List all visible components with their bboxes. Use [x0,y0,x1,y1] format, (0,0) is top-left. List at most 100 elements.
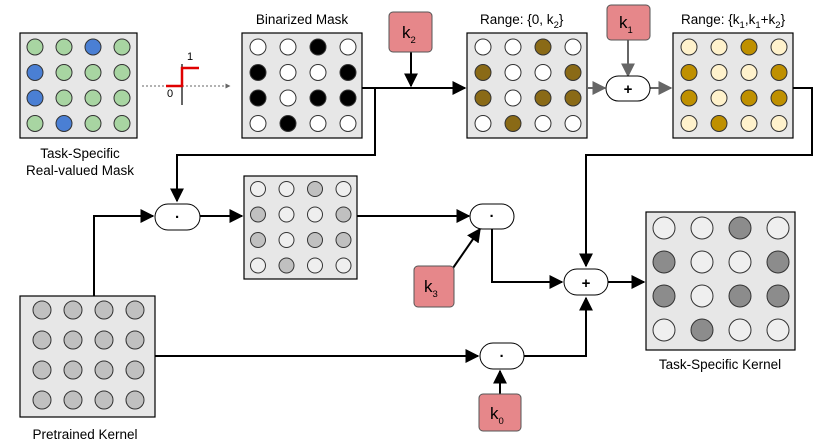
grid-cell-dark [766,284,790,308]
grid-cell-gray [32,330,52,350]
grid-cell-gray [32,300,52,320]
grid-cell-light [680,115,698,132]
svg-text:k0: k0 [490,404,504,427]
grid-cell-gray [335,232,352,248]
grid-cell-white [249,38,267,56]
grid-cell-gold [740,89,758,107]
grid-cell-gold [534,38,552,56]
multiply-operator-3: · [479,342,525,370]
add-operator-1: + [605,75,651,102]
grid-cell-blue [26,89,44,107]
grid-cell-white [307,206,323,223]
grid-cell-gold [474,89,492,107]
grid-cell-green [84,115,102,132]
grid-cell-gold [710,115,728,132]
binarized-mask-label: Binarized Mask [256,12,349,27]
binarized-mask-grid [241,32,363,139]
step-label-one: 1 [187,51,193,63]
range-0-k2-label: Range: {0, k2} [480,12,564,31]
grid-cell-gray [307,232,323,248]
grid-cell-gray [125,390,145,410]
grid-cell-dark [728,284,752,308]
constant-k1-box: k1 [606,4,651,41]
grid-cell-blue [55,115,73,132]
grid-cell-gold [534,89,552,107]
svg-text:k3: k3 [424,277,438,300]
grid-cell-black [249,89,267,107]
grid-cell-light [710,89,728,107]
grid-cell-gray [94,360,114,380]
constant-k2-box: k2 [388,11,433,53]
task-specific-kernel-label: Task-Specific Kernel [659,357,781,372]
grid-cell-white [504,38,522,56]
grid-cell-light [680,38,698,56]
grid-cell-dark [652,250,676,274]
grid-cell-white [278,206,295,223]
grid-cell-gold [680,89,698,107]
grid-cell-green [84,89,102,107]
svg-text:k1: k1 [619,13,633,36]
connectors [93,40,813,394]
k1-subscript: 1 [628,25,633,36]
grid-cell-dark [690,318,714,342]
step-function-icon: 1 0 [142,51,231,105]
real-valued-mask-grid [19,32,138,139]
grid-cell-dark [728,216,752,240]
grid-cell-dark [766,250,790,274]
task-specific-label-line1: Task-Specific [40,146,120,161]
grid-cell-white [249,115,267,132]
grid-cell-light [740,115,758,132]
grid-cell-gray [125,300,145,320]
grid-cell-blue [26,64,44,81]
k3-subscript: 3 [433,289,438,300]
grid-cell-green [55,89,73,107]
range-k1-label: Range: {k1,k1+k2} [681,12,786,31]
grid-cell-black [249,64,267,81]
task-specific-label-line2: Real-valued Mask [26,163,134,178]
grid-cell-light [770,38,788,56]
add-operator-2: + [563,268,609,296]
grid-cell-gray [63,390,83,410]
multiply-symbol: · [175,209,180,226]
grid-cell-white [250,181,266,197]
grid-cell-white [279,89,297,107]
grid-cell-white [335,257,352,274]
grid-cell-gray [307,181,323,197]
step-label-zero: 0 [167,88,173,100]
range-k1-grid [672,32,794,139]
multiply-symbol: · [500,348,505,365]
grid-cell-gray [278,257,295,274]
grid-cell-gold [740,38,758,56]
grid-cell-gold [770,89,788,107]
grid-cell-green [113,89,131,107]
pretrained-kernel-grid [19,295,156,418]
grid-cell-gray [250,206,266,223]
grid-cell-dark [652,284,676,308]
k0-subscript: 0 [499,416,504,427]
grid-cell-gray [250,232,266,248]
grid-cell-gray [63,360,83,380]
grid-cell-white [339,115,357,132]
k3-letter: k [424,277,433,296]
grid-cell-green [113,115,131,132]
grid-cell-gray [94,300,114,320]
grid-cell-light [740,64,758,81]
grid-cell-green [84,64,102,81]
grid-cell-gray [63,330,83,350]
grid-cell-white [564,38,582,56]
grid-cell-gold [474,64,492,81]
pretrained-kernel-label: Pretrained Kernel [32,427,137,442]
grid-cell-white [309,64,327,81]
grid-cell-light [690,284,714,308]
grid-cell-gray [94,330,114,350]
grid-cell-gold [564,64,582,81]
grid-cell-white [339,38,357,56]
multiply-operator-1: · [154,203,201,231]
grid-cell-gray [94,390,114,410]
grid-cell-light [710,64,728,81]
grid-cell-gold [680,64,698,81]
grid-cell-white [474,115,492,132]
multiply-operator-2: · [469,203,515,230]
grid-cell-gray [32,390,52,410]
grid-cell-light [728,250,752,274]
